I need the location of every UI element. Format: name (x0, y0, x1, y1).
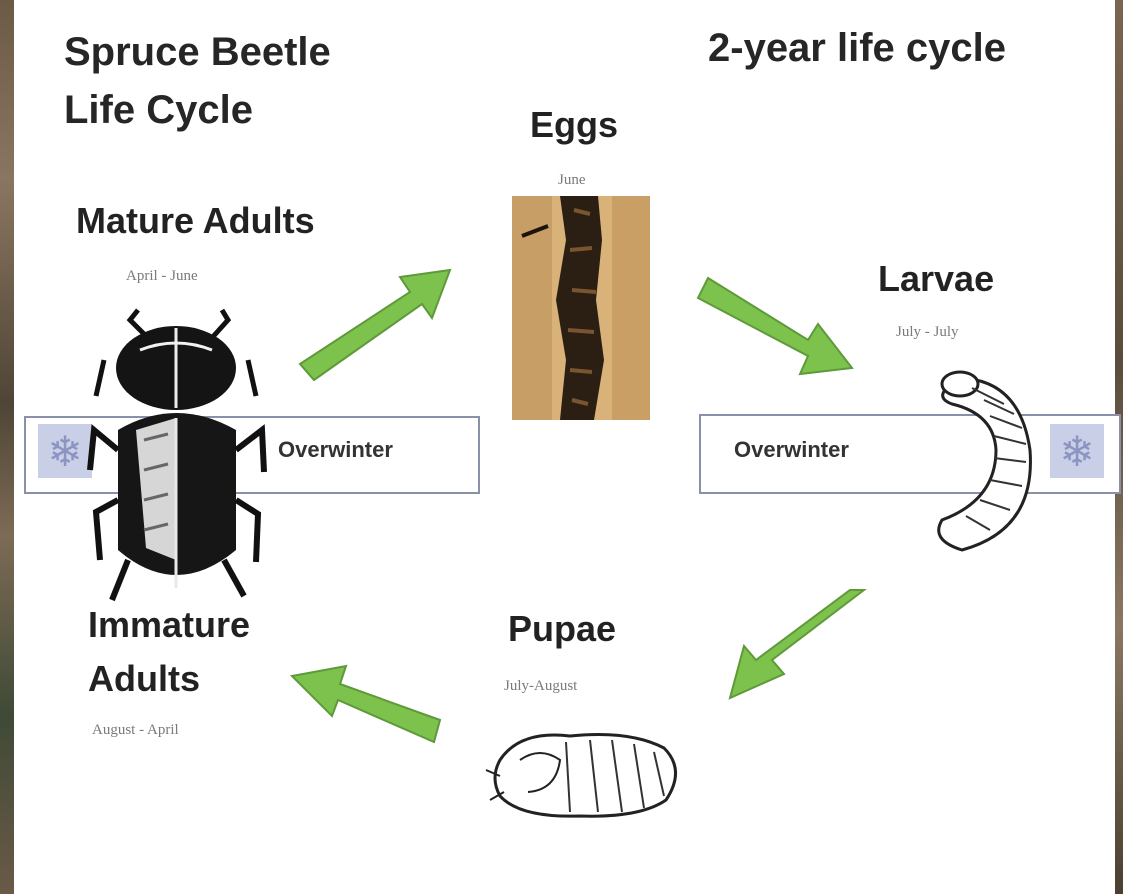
stage-name-immature-line2: Adults (88, 658, 200, 700)
larva-illustration (939, 372, 1031, 550)
arrow-larvae-to-pupae (730, 590, 864, 698)
stage-name-pupae: Pupae (508, 608, 616, 650)
arrow-eggs-to-larvae (698, 278, 852, 374)
arrow-pupae-to-immature (292, 666, 440, 742)
eggs-gallery-photo (512, 196, 650, 420)
beetle-illustration (90, 310, 264, 600)
stage-name-eggs: Eggs (530, 104, 618, 146)
stage-period-immature-adults: August - April (92, 722, 179, 739)
pupa-illustration (486, 735, 676, 817)
stage-name-immature-line1: Immature (88, 604, 250, 646)
stage-name-mature-adults: Mature Adults (76, 200, 315, 242)
stage-period-larvae: July - July (896, 324, 959, 341)
stage-period-eggs: June (558, 172, 586, 189)
stage-name-larvae: Larvae (878, 258, 994, 300)
arrow-mature-to-eggs (300, 270, 450, 380)
stage-period-pupae: July-August (504, 678, 577, 695)
stage-period-mature-adults: April - June (126, 268, 198, 285)
